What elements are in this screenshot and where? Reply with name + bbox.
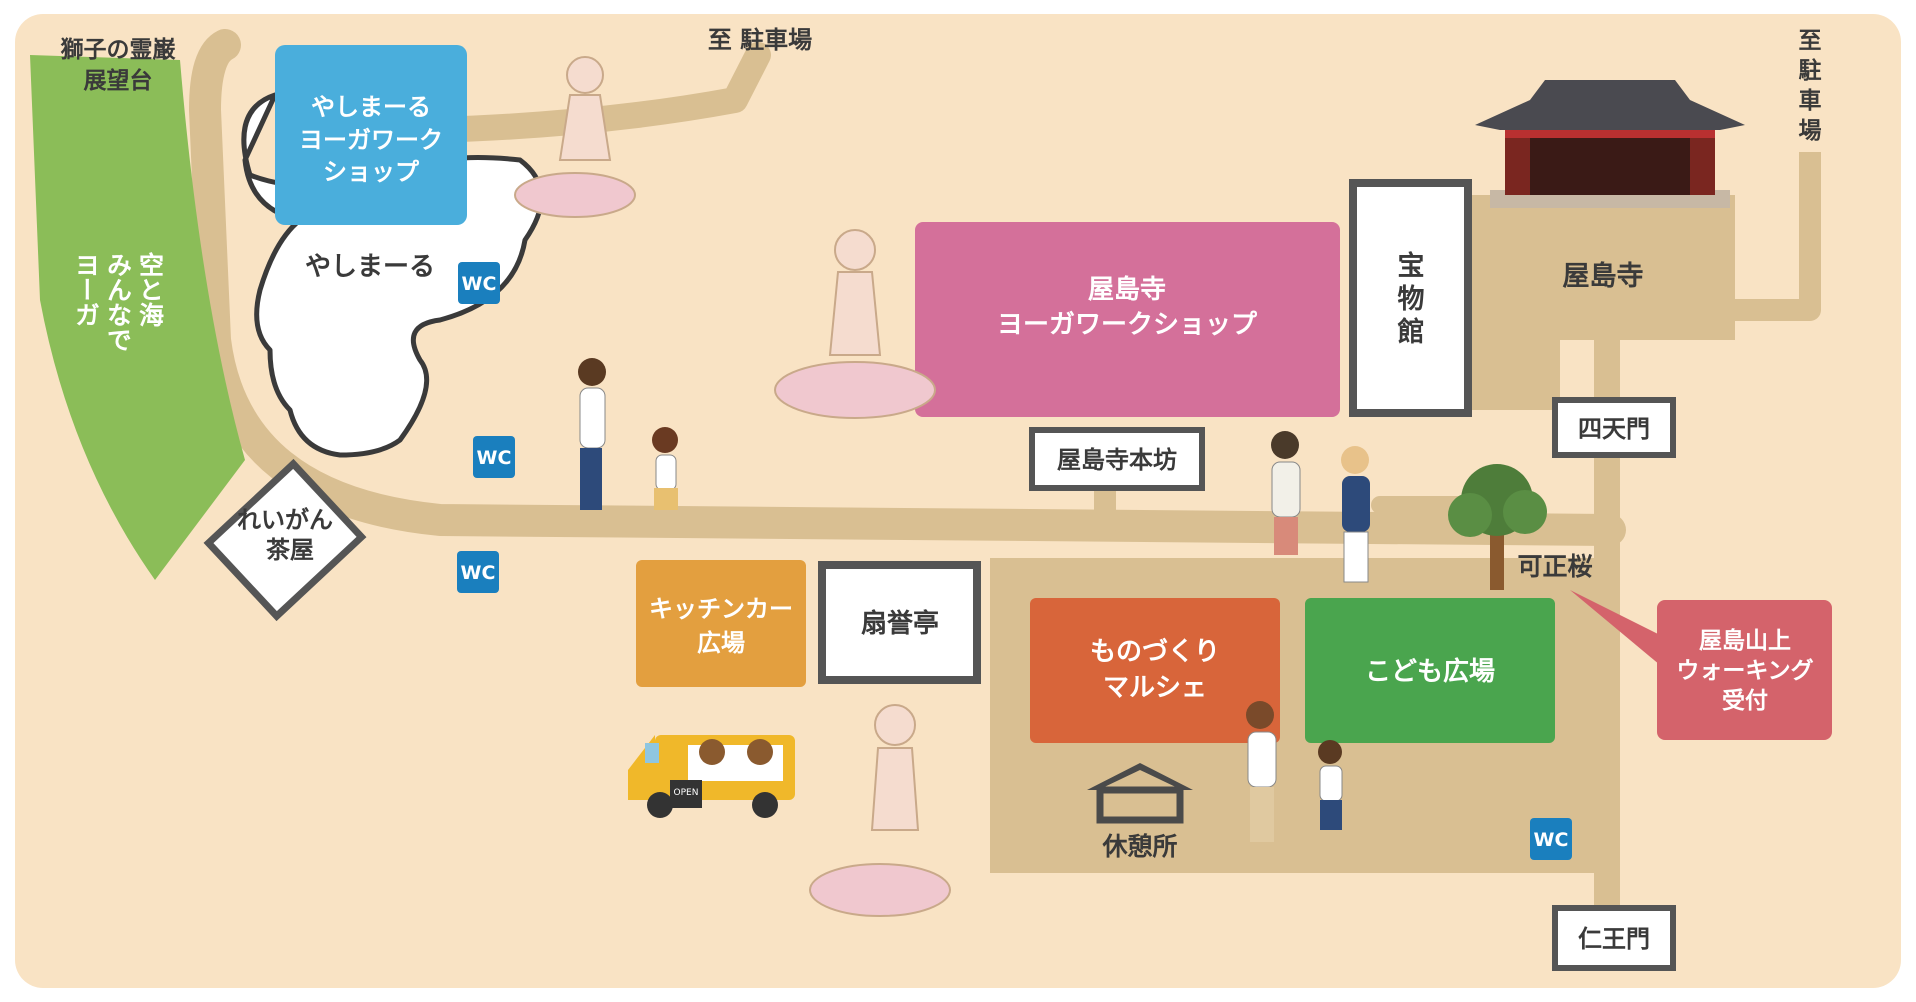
svg-text:WC: WC [477,447,512,469]
walking-reception-label-2: ウォーキング [1676,657,1813,684]
monozukuri-label-1: ものづくり [1090,637,1220,667]
family-walking-icon [1246,701,1343,842]
yoga-figure-meditating-icon [774,229,936,419]
yashimaji-workshop-label-1: 屋島寺 [1088,275,1166,305]
yashimaji-workshop-box[interactable] [915,222,1340,417]
treasure-hall-label-1: 宝 [1398,250,1425,282]
food-truck-icon: OPEN [628,735,795,818]
yashimaru-label: やしまーる [305,252,435,282]
senyotei-box[interactable] [818,561,981,684]
svg-text:至: 至 [1799,28,1822,54]
niomon-box[interactable] [1552,905,1676,971]
kids-plaza-box[interactable] [1305,598,1555,743]
shitenmon-label: 四天門 [1578,415,1650,443]
svg-text:みんなで: みんなで [104,252,133,352]
yashimaji-temple-icon [1475,80,1745,208]
kitchen-car-plaza-box[interactable] [636,560,806,687]
svg-text:ヨーガ: ヨーガ [72,252,101,327]
svg-text:WC: WC [462,273,497,295]
wc-icon-path: WC [473,436,515,478]
to-parking-right-label: 至 駐 車 場 [1793,22,1827,152]
walking-reception-label-1: 屋島山上 [1699,627,1791,654]
sky-sea-yoga-area [30,55,245,580]
reigan-teahouse-label-2: 茶屋 [266,536,314,564]
wc-icon-kids: WC [1530,818,1572,860]
walking-reception-label-3: 受付 [1722,687,1768,714]
treasure-hall-label-3: 館 [1398,316,1425,348]
lion-rock-label-1: 獅子の霊巌 [61,36,177,63]
reigan-teahouse-label-1: れいがん [237,506,333,534]
yoga-figure-seated-icon [809,704,951,917]
senyotei-label: 扇誉亭 [861,608,939,639]
wc-icon-yashimaru: WC [458,262,500,304]
shitenmon-box[interactable] [1552,397,1676,458]
yashimaru-workshop-label-1: やしまーる [311,93,431,121]
wc-icon-kitchen: WC [457,551,499,593]
yashimaru-workshop-box[interactable] [275,45,467,225]
svg-text:空と海: 空と海 [136,251,165,327]
honbo-label: 屋島寺本坊 [1057,446,1177,474]
yashimaru-workshop-label-2: ヨーガワーク [299,126,443,154]
yashimaji-workshop-label-2: ヨーガワークショップ [997,310,1258,340]
treasure-hall-box[interactable] [1349,179,1472,417]
lion-rock-label-2: 展望台 [84,67,153,94]
walkers-left-icon [578,358,678,510]
monozukuri-label-2: マルシェ [1103,673,1207,703]
food-truck-open-sign: OPEN [674,788,699,798]
rest-area-label: 休憩所 [1101,832,1177,861]
yoga-figure-top-icon [514,56,636,218]
yashimaji-label: 屋島寺 [1563,261,1644,292]
walkers-right-icon [1271,431,1370,583]
kasho-sakura-tree-icon [1448,464,1547,590]
walking-reception-box[interactable] [1657,600,1832,740]
rest-area-icon [1087,763,1193,824]
niomon-label: 仁王門 [1578,925,1650,953]
kids-plaza-label: こども広場 [1365,656,1495,687]
walking-reception-pointer [1570,590,1660,665]
yashimaru-workshop-label-3: ショップ [323,158,420,186]
honbo-box[interactable] [1029,427,1205,491]
svg-text:WC: WC [1534,829,1569,851]
yashimaji-ground [1465,195,1735,410]
kitchen-car-plaza-label-2: 広場 [697,629,745,657]
kasho-sakura-label: 可正桜 [1517,552,1592,581]
svg-text:駐: 駐 [1799,57,1822,84]
reigan-teahouse[interactable] [203,458,367,622]
svg-text:車: 車 [1799,88,1822,114]
monozukuri-marche-box[interactable] [1030,598,1280,743]
kitchen-car-plaza-label-1: キッチンカー [649,595,793,623]
sky-sea-yoga-label: 空と海 みんなで ヨーガ [72,251,165,352]
treasure-hall-label-2: 物 [1398,284,1425,315]
to-parking-top-label: 至 駐車場 [708,26,812,54]
svg-text:WC: WC [461,562,496,584]
svg-text:場: 場 [1799,118,1822,144]
